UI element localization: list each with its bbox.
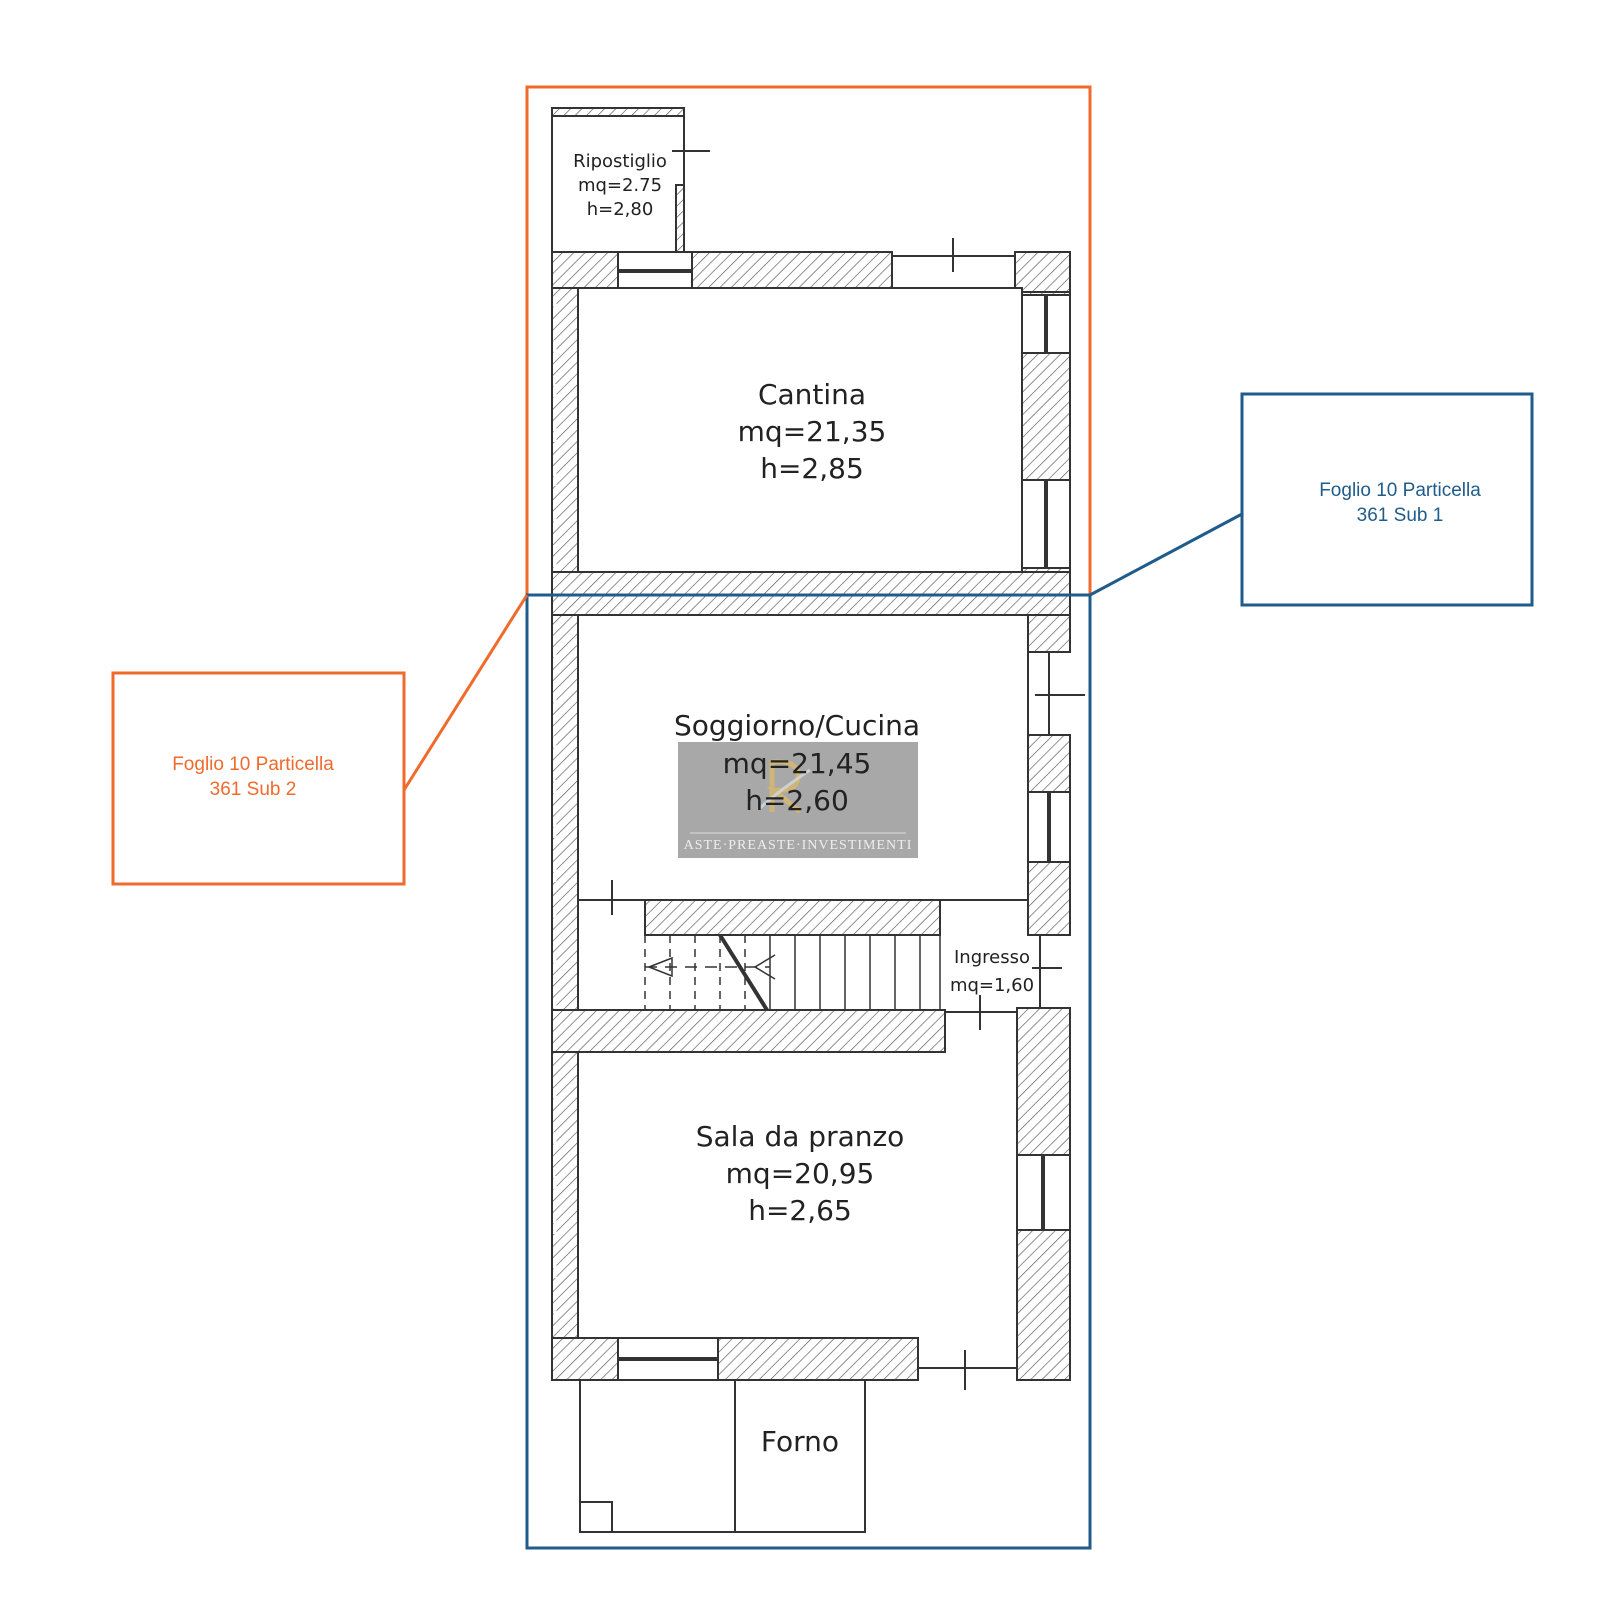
watermark-logo-icon (758, 759, 811, 814)
sub2-label-line1: Foglio 10 Particella (172, 754, 334, 775)
forno-outline (579, 1379, 866, 1533)
sub1-leader-line (1089, 512, 1243, 597)
sub2-label-line2: 361 Sub 2 (210, 779, 297, 800)
soggiorno-right-wall-top (1027, 614, 1071, 653)
ripostiglio-name: Ripostiglio (573, 151, 667, 172)
left-wall (551, 251, 579, 1381)
stairs (644, 933, 941, 1012)
sub1-label-line1: Foglio 10 Particella (1319, 480, 1481, 501)
sub1-boundary (525, 593, 1092, 1550)
cantina-name: Cantina (758, 378, 866, 411)
sub1-callout-box (1240, 392, 1534, 607)
cantina-height: h=2,85 (760, 452, 864, 485)
cantina-room (577, 287, 1023, 573)
sala-bottom-wall (551, 1337, 919, 1381)
ingresso-area: mq=1,60 (950, 975, 1034, 996)
watermark-background (678, 742, 918, 858)
stairs-top-wall (644, 899, 941, 936)
stairs-bottom-wall (551, 1009, 946, 1053)
watermark-text: ASTE·PREASTE·INVESTIMENTI (684, 838, 913, 853)
sala-height: h=2,65 (748, 1194, 852, 1227)
soggiorno-name: Soggiorno/Cucina (674, 709, 920, 742)
sala-name: Sala da pranzo (696, 1120, 905, 1153)
sub2-leader-line (402, 594, 529, 791)
sub1-label-line2: 361 Sub 1 (1357, 505, 1444, 526)
sala-area: mq=20,95 (726, 1157, 875, 1190)
forno-small-square (579, 1501, 613, 1533)
cantina-corner-wall (1014, 251, 1071, 293)
ingresso-name: Ingresso (954, 947, 1030, 968)
ripostiglio-right-wall (675, 184, 685, 253)
cantina-area: mq=21,35 (738, 415, 887, 448)
walls (551, 107, 1085, 1533)
sub2-callout-box (111, 671, 406, 886)
soggiorno-area: mq=21,45 (723, 747, 872, 780)
forno-name: Forno (761, 1425, 839, 1458)
ripostiglio-top-wall (551, 107, 685, 117)
ripostiglio-height: h=2,80 (587, 199, 654, 220)
soggiorno-height: h=2,60 (745, 784, 849, 817)
cantina-top-wall (551, 251, 893, 289)
ripostiglio-area: mq=2.75 (578, 175, 662, 196)
